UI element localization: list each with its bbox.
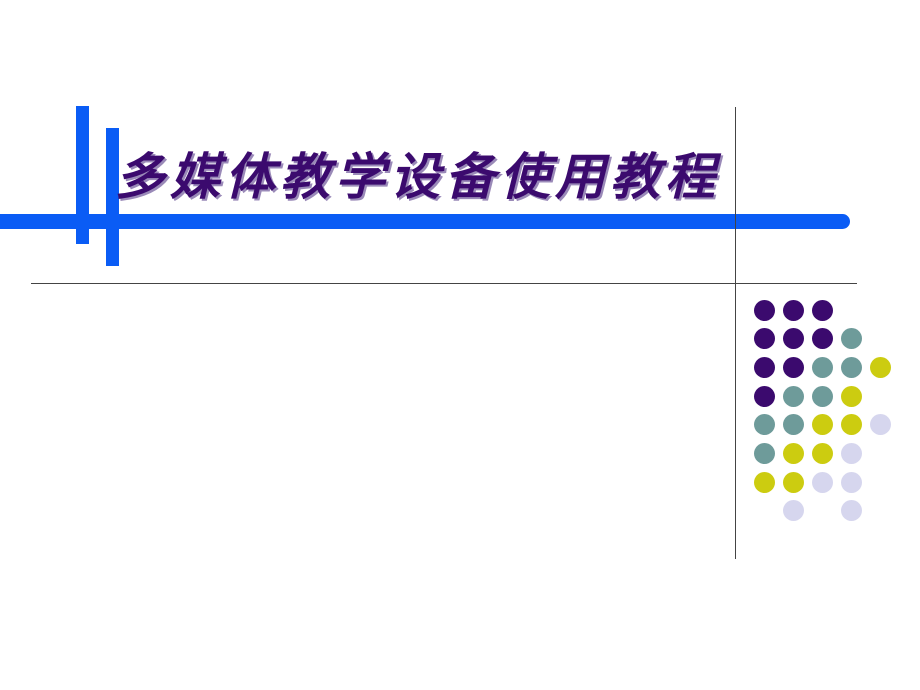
dot-lavender <box>840 443 862 464</box>
divider-horizontal <box>31 283 857 284</box>
dot-lavender <box>840 471 862 493</box>
accent-bar-vertical-right <box>106 128 119 266</box>
dot-teal <box>753 414 775 436</box>
accent-bar-vertical-left <box>76 106 89 244</box>
dot-purple <box>811 299 833 321</box>
dot-yellow <box>782 443 804 464</box>
dot-lavender <box>811 471 833 493</box>
dot-yellow <box>840 385 862 407</box>
dot-teal <box>782 385 804 407</box>
accent-bar-horizontal <box>0 214 850 229</box>
dot-teal <box>840 328 862 350</box>
dot-yellow <box>840 414 862 436</box>
dot-yellow <box>811 443 833 464</box>
dot-yellow <box>811 414 833 436</box>
dot-purple <box>753 356 775 378</box>
dot-yellow <box>869 356 891 378</box>
dot-teal <box>782 414 804 436</box>
dot-purple <box>782 356 804 378</box>
dot-lavender <box>840 500 862 522</box>
dot-purple <box>753 328 775 350</box>
dot-lavender <box>869 414 891 436</box>
dot-purple <box>753 299 775 321</box>
dot-purple <box>782 328 804 350</box>
divider-vertical <box>735 107 736 559</box>
dot-yellow <box>782 471 804 493</box>
dot-purple <box>753 385 775 407</box>
dot-teal <box>840 356 862 378</box>
dot-lavender <box>782 500 804 522</box>
dot-yellow <box>753 471 775 493</box>
slide-title: 多媒体教学设备使用教程 <box>115 147 720 206</box>
dot-teal <box>811 385 833 407</box>
dot-purple <box>811 328 833 350</box>
dot-teal <box>811 356 833 378</box>
dot-teal <box>753 443 775 464</box>
dot-purple <box>782 299 804 321</box>
